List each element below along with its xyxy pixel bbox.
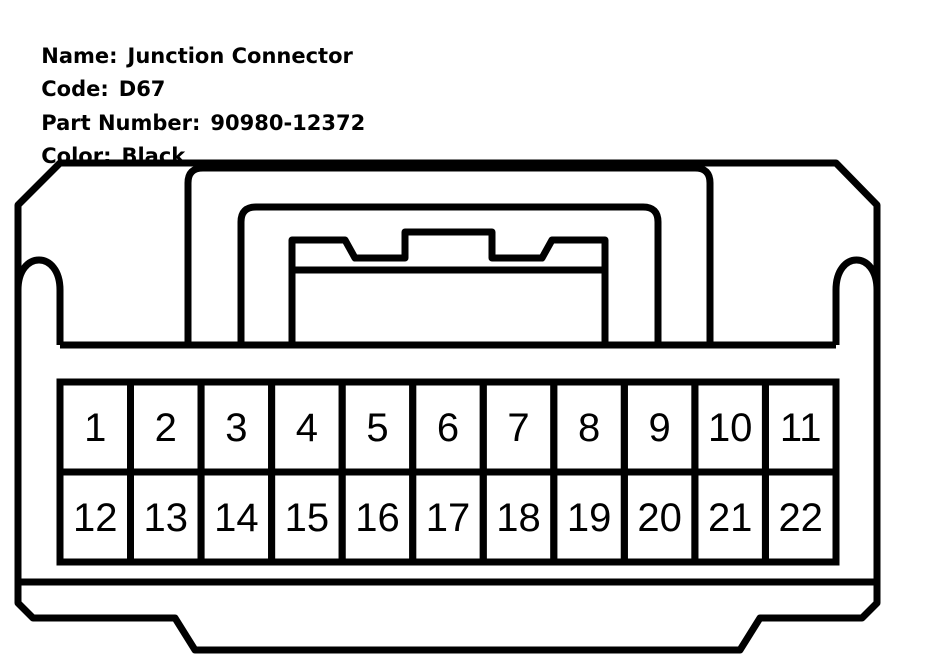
code-label: Code: (41, 77, 109, 101)
pin-label-9: 9 (648, 406, 670, 450)
pin-label-11: 11 (780, 406, 822, 450)
lock-frame-inner (237, 203, 662, 345)
right-latch (832, 256, 881, 345)
lock-frame-outer (184, 164, 714, 345)
pin-label-10: 10 (708, 406, 753, 450)
code-row: Code: D67 (12, 40, 365, 101)
part-number-value: 90980-12372 (210, 110, 366, 135)
pin-label-6: 6 (437, 406, 459, 450)
pin-label-18: 18 (496, 496, 541, 540)
pin-label-21: 21 (708, 496, 753, 540)
lock-tab (288, 228, 609, 345)
pin-label-16: 16 (355, 496, 400, 540)
pin-label-3: 3 (225, 406, 247, 450)
pin-label-4: 4 (296, 406, 318, 450)
pin-label-13: 13 (144, 496, 189, 540)
pin-label-5: 5 (366, 406, 388, 450)
connector-housing-outline (14, 159, 881, 654)
pin-label-2: 2 (155, 406, 177, 450)
pin-label-1: 1 (84, 406, 106, 450)
name-row: Name: Junction Connector (12, 6, 365, 68)
pin-label-7: 7 (507, 406, 529, 450)
pin-label-12: 12 (73, 496, 118, 540)
name-value: Junction Connector (127, 43, 353, 68)
code-value: D67 (118, 77, 166, 101)
pin-label-17: 17 (426, 496, 471, 540)
name-label: Name: (41, 43, 118, 68)
pin-label-20: 20 (637, 496, 682, 540)
part-number-label: Part Number: (41, 110, 201, 135)
left-latch (14, 256, 64, 345)
part-number-row: Part Number: 90980-12372 (12, 73, 365, 135)
pin-label-14: 14 (214, 496, 259, 540)
pin-label-22: 22 (778, 496, 823, 540)
pin-label-8: 8 (578, 406, 600, 450)
pin-label-19: 19 (567, 496, 612, 540)
pin-label-15: 15 (285, 496, 330, 540)
pin-cavity-22 (762, 468, 840, 566)
